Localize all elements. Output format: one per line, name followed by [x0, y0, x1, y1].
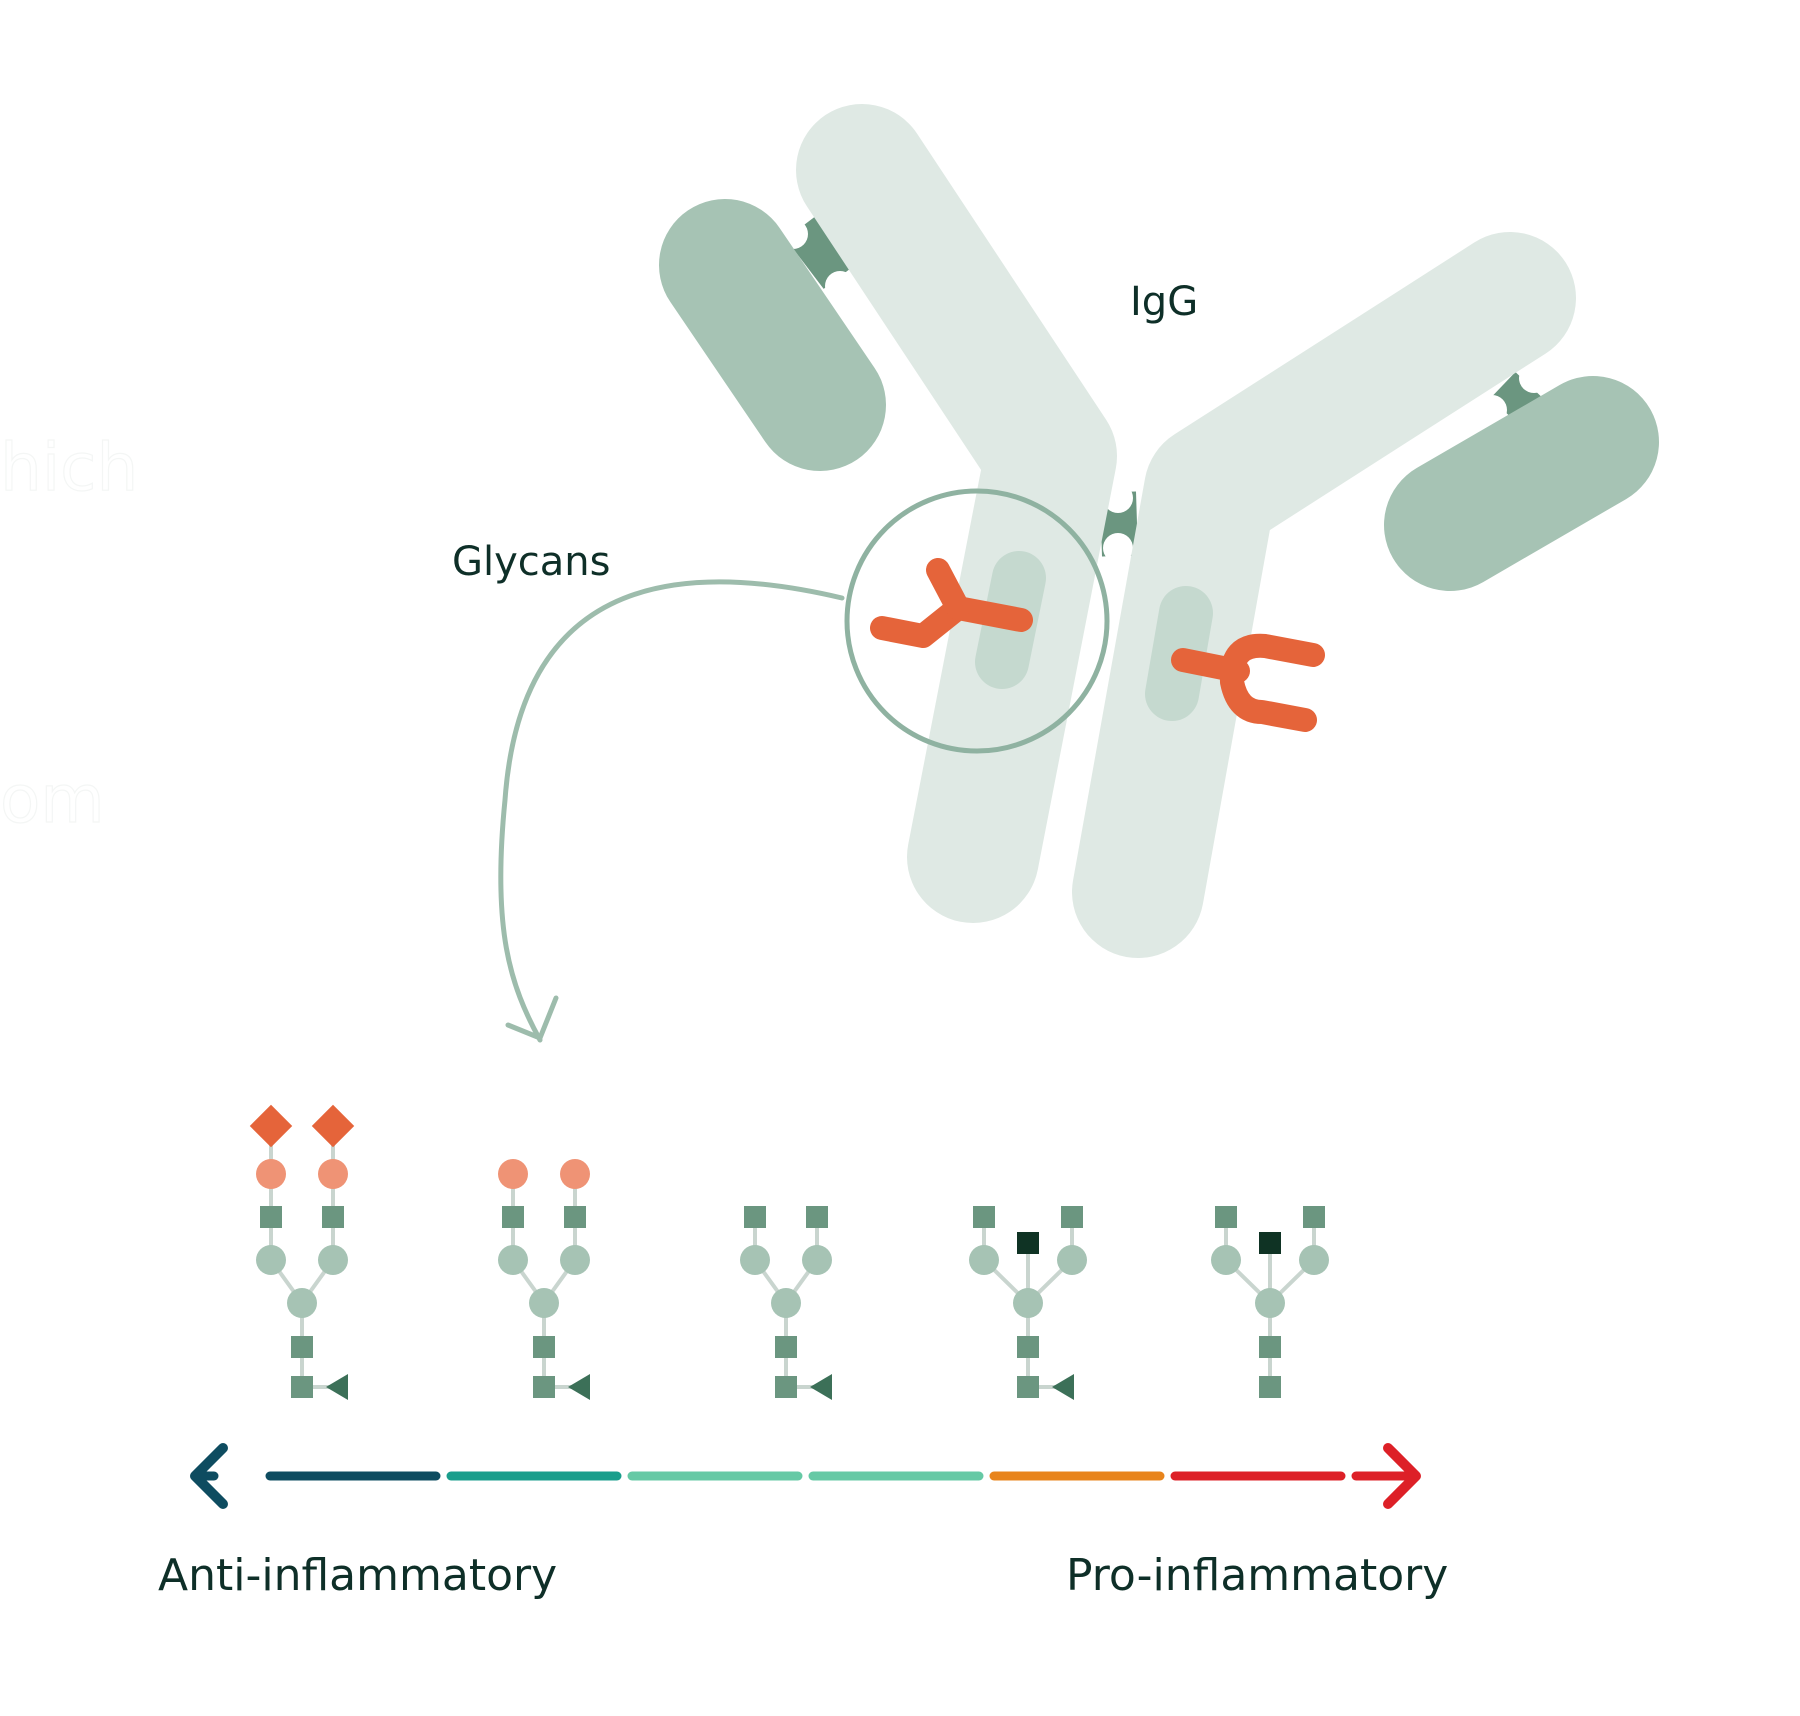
- glcnac-icon: [502, 1206, 524, 1228]
- glycan-structure-1: [249, 1104, 355, 1400]
- fucose-icon: [1052, 1374, 1074, 1400]
- galactose-icon: [256, 1159, 286, 1189]
- mannose-icon: [287, 1288, 317, 1318]
- mannose-icon: [318, 1245, 348, 1275]
- igg-label: IgG: [1130, 279, 1198, 325]
- right-arrowhead: [1383, 1443, 1421, 1509]
- mannose-icon: [802, 1245, 832, 1275]
- mannose-icon: [1299, 1245, 1329, 1275]
- glcnac-icon: [291, 1336, 313, 1358]
- anti-inflammatory-label: Anti-inflammatory: [158, 1550, 557, 1601]
- glcnac-icon: [533, 1376, 555, 1398]
- glcnac-icon: [564, 1206, 586, 1228]
- mannose-icon: [1211, 1245, 1241, 1275]
- bisecting-glcnac-icon: [1017, 1232, 1039, 1254]
- mannose-icon: [1057, 1245, 1087, 1275]
- glcnac-icon: [1259, 1336, 1281, 1358]
- glcnac-icon: [806, 1206, 828, 1228]
- mannose-icon: [740, 1245, 770, 1275]
- glcnac-icon: [1061, 1206, 1083, 1228]
- glcnac-icon: [775, 1336, 797, 1358]
- glcnac-icon: [1259, 1376, 1281, 1398]
- glycans-label: Glycans: [452, 539, 610, 585]
- bisecting-glcnac-icon: [1259, 1232, 1281, 1254]
- glycan-structure-2: [498, 1159, 590, 1400]
- glcnac-icon: [1303, 1206, 1325, 1228]
- pro-inflammatory-label: Pro-inflammatory: [1066, 1550, 1448, 1601]
- light-chains: [659, 199, 1659, 591]
- glycan-structures: [249, 1104, 1329, 1400]
- pointer-arrow: [498, 579, 845, 1043]
- inflammation-scale: [190, 1443, 1421, 1509]
- ghost-text-2: om: [0, 761, 105, 838]
- galactose-icon: [560, 1159, 590, 1189]
- glcnac-icon: [775, 1376, 797, 1398]
- glcnac-icon: [533, 1336, 555, 1358]
- glycan-structure-5: [1211, 1206, 1329, 1398]
- mannose-icon: [498, 1245, 528, 1275]
- mannose-icon: [529, 1288, 559, 1318]
- glcnac-icon: [1215, 1206, 1237, 1228]
- glcnac-icon: [260, 1206, 282, 1228]
- glycan-marker-right: [1171, 633, 1325, 732]
- glcnac-icon: [1017, 1336, 1039, 1358]
- ghost-text-1: hich: [0, 429, 138, 506]
- glycan-structure-3: [740, 1206, 832, 1400]
- fucose-icon: [810, 1374, 832, 1400]
- igg-antibody: [659, 104, 1659, 958]
- zoom-circle: [844, 488, 1110, 754]
- mannose-icon: [256, 1245, 286, 1275]
- glcnac-icon: [322, 1206, 344, 1228]
- glcnac-icon: [973, 1206, 995, 1228]
- mannose-icon: [1013, 1288, 1043, 1318]
- sialic-acid-icon: [249, 1104, 293, 1148]
- mannose-icon: [771, 1288, 801, 1318]
- glycan-structure-4: [969, 1206, 1087, 1400]
- mannose-icon: [560, 1245, 590, 1275]
- fucose-icon: [568, 1374, 590, 1400]
- mannose-icon: [1255, 1288, 1285, 1318]
- galactose-icon: [318, 1159, 348, 1189]
- glycan-marker-left: [870, 558, 1033, 648]
- mannose-icon: [969, 1245, 999, 1275]
- glcnac-icon: [744, 1206, 766, 1228]
- fucose-icon: [326, 1374, 348, 1400]
- galactose-icon: [498, 1159, 528, 1189]
- glcnac-icon: [1017, 1376, 1039, 1398]
- sialic-acid-icon: [311, 1104, 355, 1148]
- glcnac-icon: [291, 1376, 313, 1398]
